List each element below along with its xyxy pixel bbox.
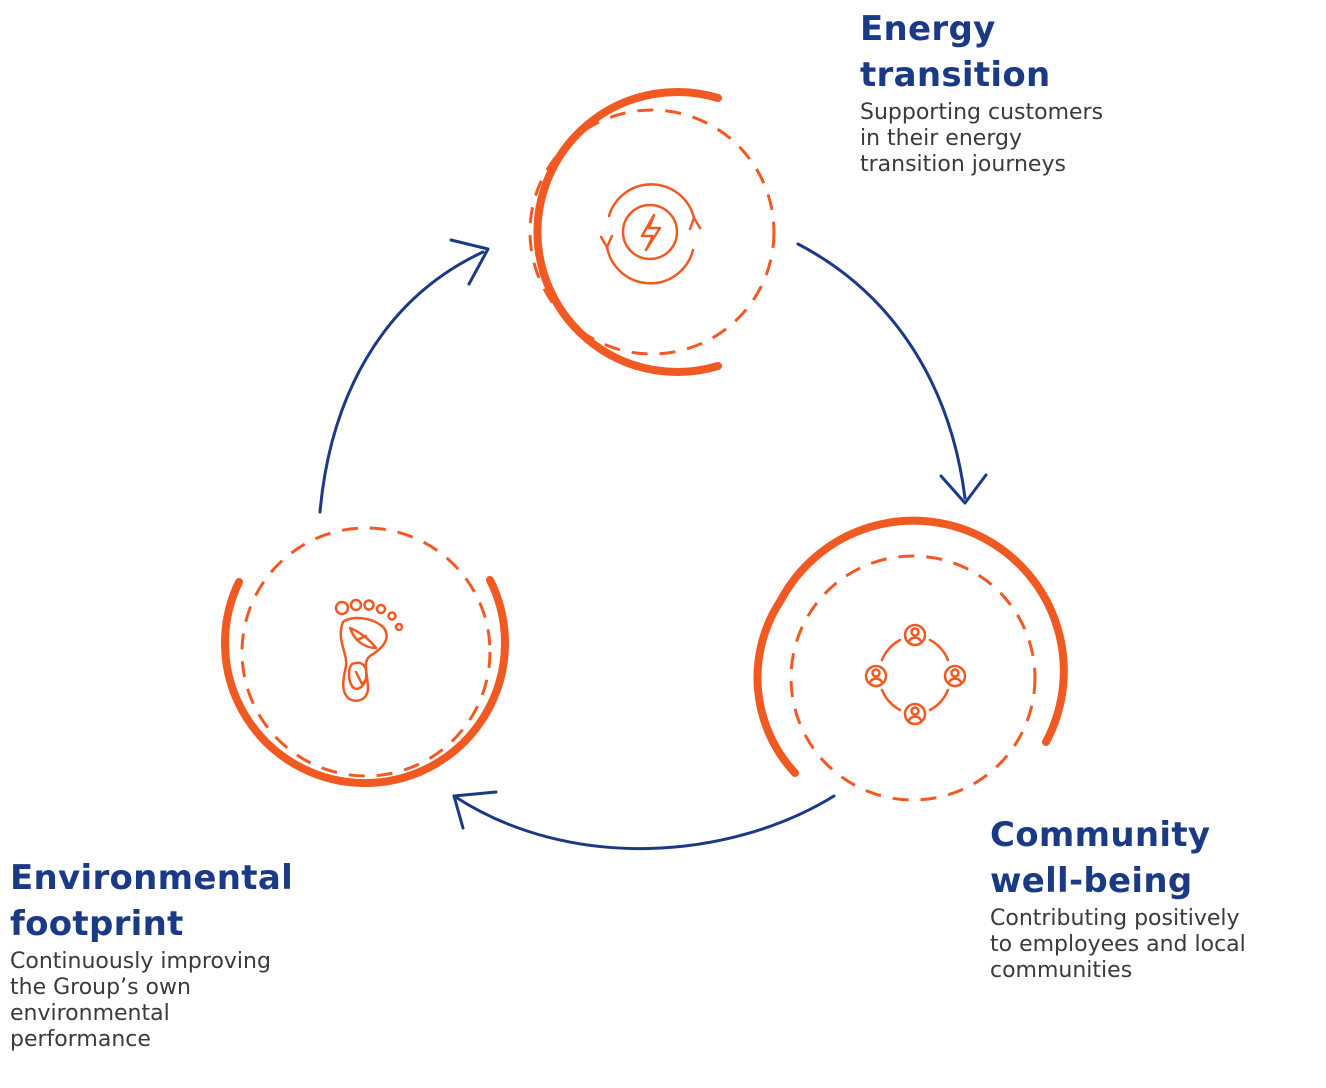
- community-title-line: Community: [990, 815, 1211, 855]
- environmental-footprint-label: Environmental footprint Continuously imp…: [10, 855, 350, 1053]
- environment-outer-arc: [221, 576, 509, 788]
- environment-title-line: Environmental: [10, 858, 294, 898]
- community-inner-dashed-ring: [789, 554, 1037, 802]
- community-desc-line: communities: [990, 958, 1133, 983]
- environmental-footprint-circle: [221, 526, 509, 788]
- community-desc-line: to employees and local: [990, 932, 1246, 957]
- environment-desc-line: the Group’s own: [10, 975, 191, 1000]
- energy-desc-line: transition journeys: [860, 152, 1066, 177]
- environmental-footprint-description: Continuously improving the Group’s own e…: [10, 949, 350, 1053]
- community-title-line: well-being: [990, 861, 1193, 901]
- energy-outer-arc: [533, 88, 722, 376]
- community-desc-line: Contributing positively: [990, 906, 1240, 931]
- arrow-environment-to-energy: [318, 238, 490, 514]
- community-well-being-description: Contributing positively to employees and…: [990, 906, 1320, 984]
- community-well-being-circle: [753, 516, 1068, 802]
- energy-transition-title: Energy transition: [860, 6, 1180, 98]
- energy-title-line: Energy: [860, 9, 996, 49]
- energy-desc-line: Supporting customers: [860, 100, 1104, 125]
- energy-cycle-icon: [599, 183, 702, 285]
- environment-desc-line: Continuously improving: [10, 949, 271, 974]
- community-network-icon: [864, 623, 967, 726]
- community-left-arc: [753, 596, 799, 777]
- environment-desc-line: performance: [10, 1027, 151, 1052]
- environmental-footprint-title: Environmental footprint: [10, 855, 350, 947]
- arrow-community-to-environment: [452, 790, 836, 851]
- environment-title-line: footprint: [10, 904, 184, 944]
- community-top-arc: [777, 516, 1068, 746]
- arrow-energy-to-community: [796, 242, 988, 505]
- energy-transition-description: Supporting customers in their energy tra…: [860, 100, 1180, 178]
- environment-desc-line: environmental: [10, 1001, 170, 1026]
- energy-inner-dashed-ring: [528, 108, 776, 356]
- environment-inner-dashed-ring: [240, 526, 492, 778]
- footprint-leaf-icon: [334, 598, 404, 702]
- energy-transition-circle: [528, 88, 776, 376]
- energy-title-line: transition: [860, 55, 1051, 95]
- community-well-being-title: Community well-being: [990, 812, 1320, 904]
- energy-transition-label: Energy transition Supporting customers i…: [860, 6, 1180, 178]
- energy-desc-line: in their energy: [860, 126, 1022, 151]
- community-well-being-label: Community well-being Contributing positi…: [990, 812, 1320, 984]
